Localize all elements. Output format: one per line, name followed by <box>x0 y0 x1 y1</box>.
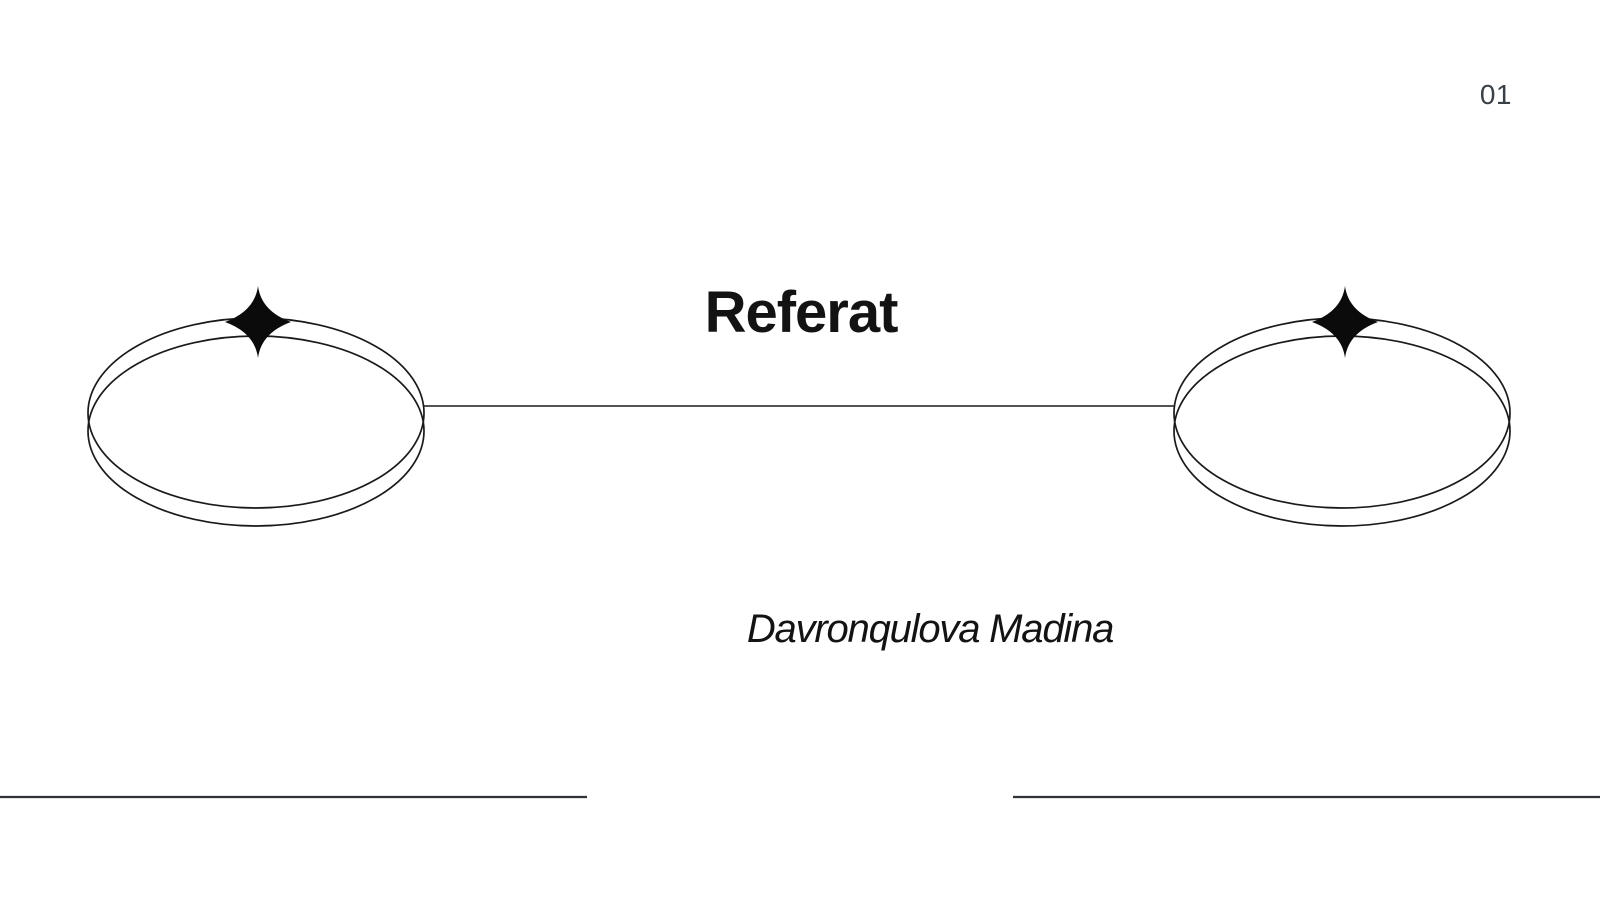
author-name: Davronqulova Madina <box>746 607 1115 651</box>
right-ring-lower-ellipse <box>1173 335 1511 527</box>
right-sparkle-icon <box>1312 286 1378 358</box>
left-ring-lower-ellipse <box>87 335 425 527</box>
page-number: 01 <box>1479 79 1512 110</box>
slide-title: Referat <box>704 280 899 345</box>
left-sparkle-icon <box>225 286 291 358</box>
